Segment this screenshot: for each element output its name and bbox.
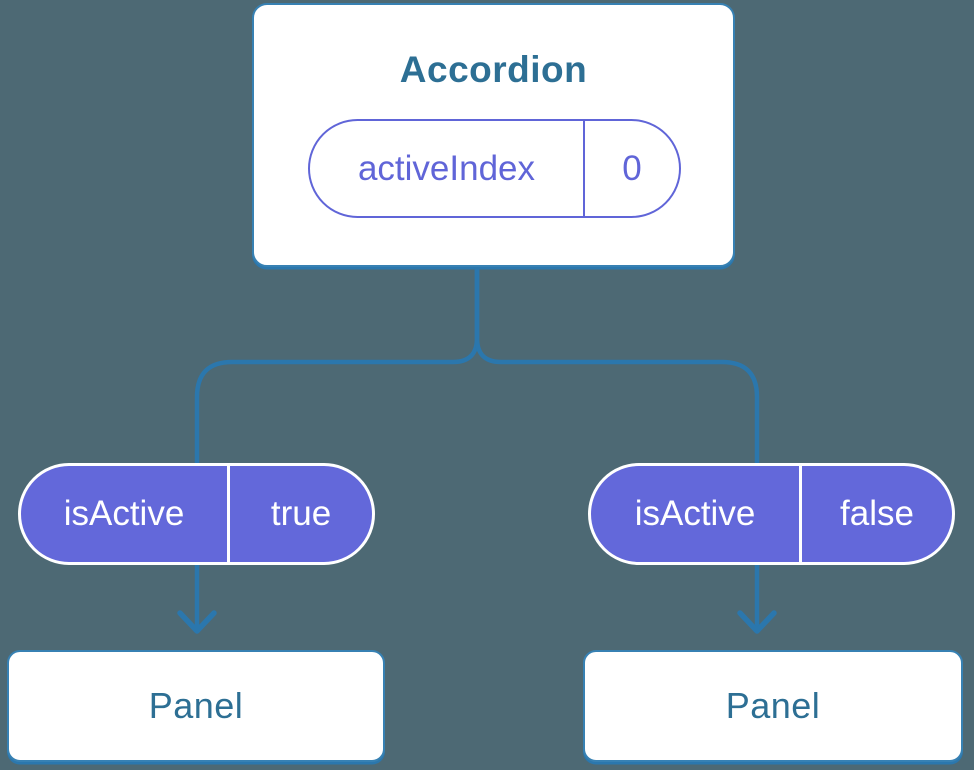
- prop-value-label: true: [227, 466, 372, 562]
- component-title: Panel: [725, 685, 821, 726]
- state-value-label: 0: [583, 121, 679, 216]
- state-name-label: activeIndex: [357, 148, 536, 188]
- arrow-down-icon: [177, 610, 217, 634]
- panel-component-card-right: Panel: [583, 650, 963, 762]
- panel-component-card-left: Panel: [7, 650, 385, 762]
- component-title: Panel: [148, 685, 244, 726]
- prop-pill-isactive-right: isActive false: [588, 463, 955, 565]
- prop-value-label: false: [799, 466, 952, 562]
- connector-branch-left: [194, 267, 480, 628]
- prop-pill-isactive-left: isActive true: [18, 463, 375, 565]
- prop-name-label: isActive: [63, 494, 185, 533]
- arrow-down-icon: [737, 610, 777, 634]
- state-pill-activeindex: activeIndex 0: [308, 119, 681, 218]
- component-title: Accordion: [399, 49, 588, 90]
- prop-name-label: isActive: [634, 494, 756, 533]
- accordion-component-card: Accordion activeIndex 0: [252, 3, 735, 267]
- connector-branch-right: [474, 267, 760, 628]
